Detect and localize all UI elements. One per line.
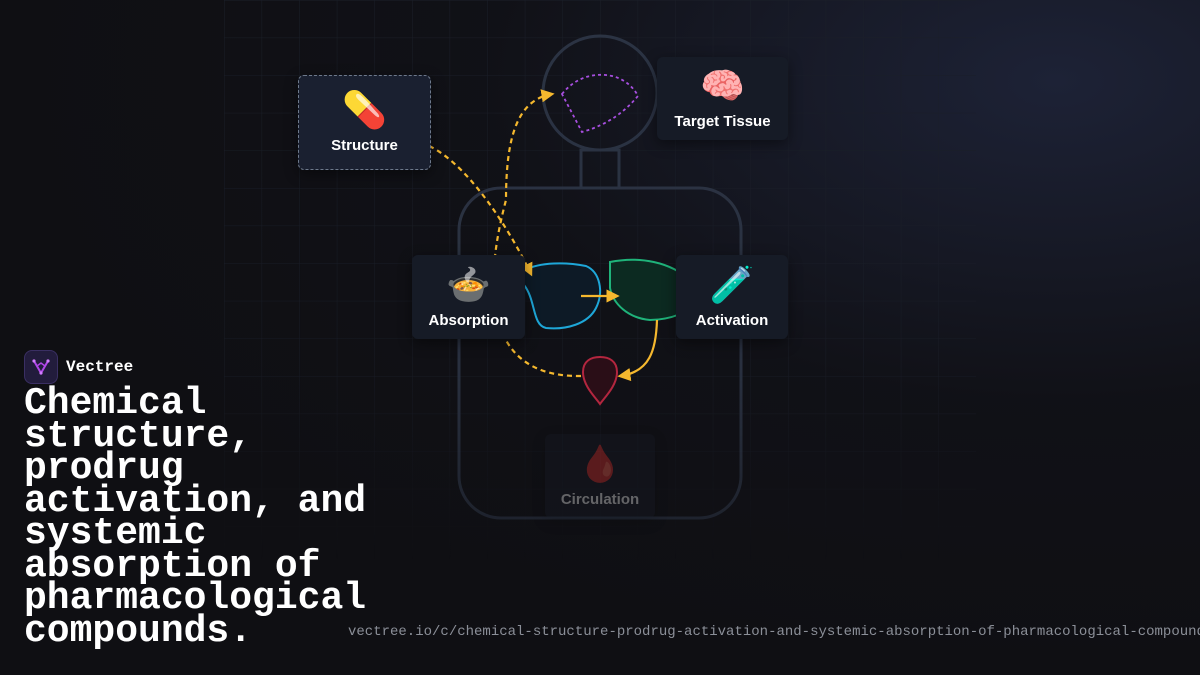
node-structure-label: Structure	[331, 137, 398, 154]
node-activation[interactable]: 🧪 Activation	[676, 255, 788, 339]
node-absorption[interactable]: 🍲 Absorption	[412, 255, 525, 339]
blood-drop-icon: 🩸	[577, 443, 623, 485]
brain-region	[560, 73, 640, 134]
node-structure[interactable]: 💊 Structure	[298, 75, 431, 170]
brand[interactable]: Vectree	[24, 350, 133, 384]
heart-organ	[581, 355, 619, 406]
test-tube-icon: 🧪	[709, 264, 755, 306]
node-target-tissue-label: Target Tissue	[674, 113, 771, 130]
page-url[interactable]: vectree.io/c/chemical-structure-prodrug-…	[348, 624, 1200, 640]
arrow-structure-to-absorption	[411, 139, 533, 277]
node-activation-label: Activation	[695, 311, 769, 329]
pill-icon: 💊	[342, 90, 387, 131]
brain-icon: 🧠	[700, 66, 745, 107]
flow-arrows	[411, 89, 659, 382]
node-target-tissue[interactable]: 🧠 Target Tissue	[657, 57, 788, 140]
node-circulation[interactable]: 🩸 Circulation	[545, 434, 655, 518]
stew-pot-icon: 🍲	[446, 264, 491, 306]
page-title: Chemical structure, prodrug activation, …	[24, 382, 367, 653]
node-circulation-label: Circulation	[560, 490, 640, 508]
arrow-activation-to-circulation	[617, 319, 659, 382]
torso-outline	[457, 186, 743, 520]
brand-name: Vectree	[66, 358, 134, 376]
vectree-logo-icon	[24, 350, 58, 384]
arrow-circulation-to-target	[492, 89, 582, 378]
node-absorption-label: Absorption	[428, 311, 509, 329]
